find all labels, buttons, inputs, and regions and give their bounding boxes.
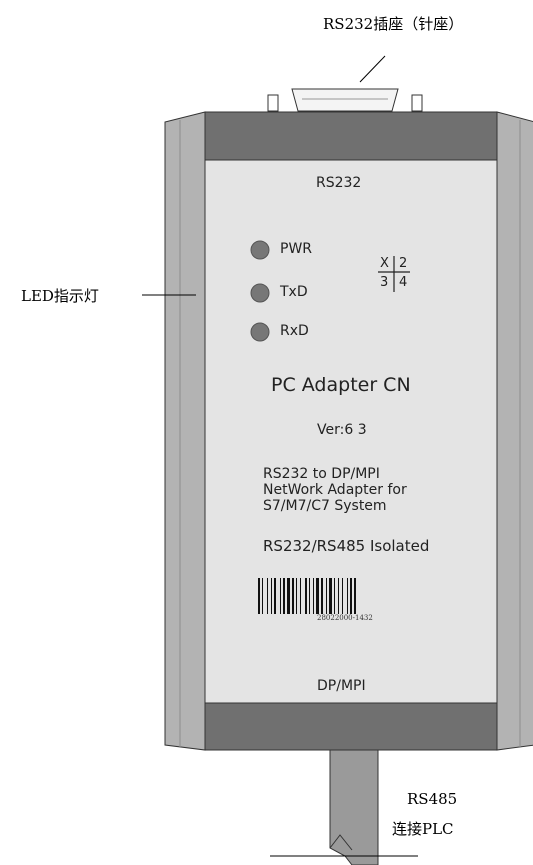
barcode-bar <box>338 578 339 614</box>
plc-connection-label: 连接PLC <box>392 820 454 838</box>
barcode-bar <box>350 578 352 614</box>
bottom-port-label: DP/MPI <box>317 678 366 694</box>
barcode-bar <box>313 578 314 614</box>
barcode-bar <box>258 578 260 614</box>
barcode-bar <box>262 578 263 614</box>
rs485-label: RS485 <box>407 790 458 808</box>
barcode-bar <box>321 578 323 614</box>
barcode-bar <box>271 578 272 614</box>
grid-digit-4: 4 <box>399 275 408 290</box>
grid-digit-2: 2 <box>399 256 408 271</box>
barcode-bar <box>326 578 327 614</box>
description-block: RS232 to DP/MPI NetWork Adapter for S7/M… <box>263 466 407 514</box>
left-rail <box>164 111 206 751</box>
rs485-cable <box>329 749 379 865</box>
led-pwr-icon <box>250 240 270 260</box>
barcode-bar <box>316 578 319 614</box>
rs232-socket-label: RS232插座（针座） <box>323 15 464 33</box>
adapter-body <box>204 111 498 751</box>
barcode-bar <box>296 578 297 614</box>
description-line-1: RS232 to DP/MPI <box>263 466 380 482</box>
barcode-bar <box>287 578 290 614</box>
bottom-end-cap <box>204 702 498 751</box>
barcode-bar <box>334 578 335 614</box>
description-line-3: S7/M7/C7 System <box>263 498 387 514</box>
version-label: Ver:6 3 <box>317 422 367 438</box>
barcode-bar <box>347 578 348 614</box>
barcode-bar <box>305 578 307 614</box>
barcode-bar <box>267 578 268 614</box>
top-port-label: RS232 <box>316 175 362 191</box>
grid-digit-x: X <box>380 256 389 271</box>
barcode <box>258 578 356 614</box>
device-title: PC Adapter CN <box>271 374 411 396</box>
led-rxd-icon <box>250 322 270 342</box>
barcode-bar <box>280 578 281 614</box>
socket-callout-line <box>359 55 386 83</box>
barcode-bar <box>292 578 294 614</box>
top-end-cap <box>204 111 498 161</box>
led-indicator-label: LED指示灯 <box>21 287 99 305</box>
led-label-pwr: PWR <box>280 241 313 257</box>
barcode-number: 28022000-1432 <box>317 614 373 622</box>
isolated-label: RS232/RS485 Isolated <box>263 537 430 555</box>
barcode-bar <box>354 578 356 614</box>
barcode-bar <box>283 578 285 614</box>
barcode-bar <box>274 578 276 614</box>
led-txd-icon <box>250 283 270 303</box>
grid-digit-3: 3 <box>380 275 389 290</box>
right-rail <box>496 111 533 751</box>
led-label-txd: TxD <box>280 284 308 300</box>
barcode-bar <box>300 578 301 614</box>
led-label-rxd: RxD <box>280 323 309 339</box>
description-line-2: NetWork Adapter for <box>263 482 407 498</box>
barcode-bar <box>329 578 332 614</box>
rs232-connector <box>267 88 423 112</box>
barcode-bar <box>342 578 343 614</box>
barcode-bar <box>309 578 310 614</box>
